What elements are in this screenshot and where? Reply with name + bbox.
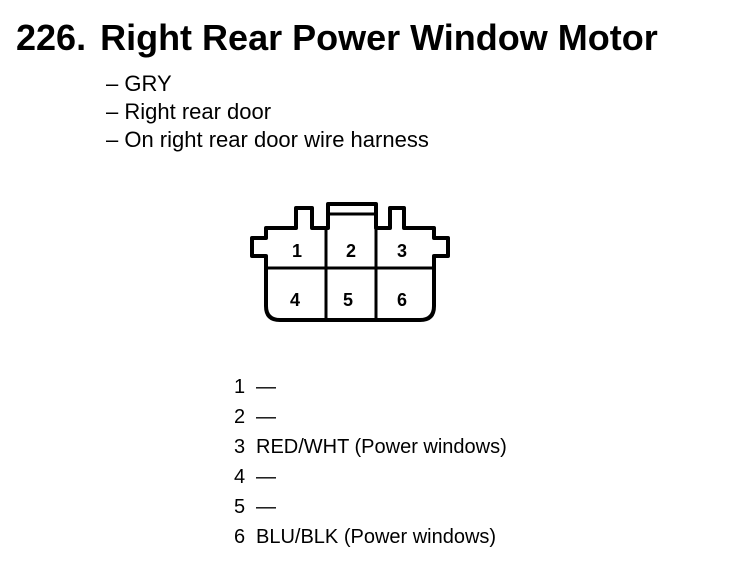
pinout-row: 5— — [234, 492, 507, 522]
pin-label-5: 5 — [343, 290, 353, 310]
pinout-pin: 6 — [234, 526, 246, 548]
pin-label-2: 2 — [346, 241, 356, 261]
component-number: 226. — [16, 17, 87, 58]
pinout-pin: 1 — [234, 376, 246, 398]
pinout-row: 4— — [234, 462, 507, 492]
pinout-pin: 3 — [234, 436, 246, 458]
component-name: Right Rear Power Window Motor — [100, 17, 658, 58]
detail-color: – GRY — [106, 71, 172, 96]
pinout-row: 3 RED/WHT (Power windows) — [234, 432, 507, 462]
pinout-pin: 2 — [234, 406, 246, 428]
pinout-row: 1— — [234, 372, 507, 402]
pinout-desc: — — [256, 496, 276, 518]
pin-label-3: 3 — [397, 241, 407, 261]
pinout-desc: BLU/BLK (Power windows) — [256, 526, 497, 548]
pinout-desc: — — [256, 466, 276, 488]
pin-label-4: 4 — [290, 290, 300, 310]
connector-details: – GRY – Right rear door – On right rear … — [106, 70, 429, 154]
pinout-pin: 5 — [234, 496, 246, 518]
pinout-row: 2— — [234, 402, 507, 432]
connector-housing — [250, 202, 450, 322]
pin-label-6: 6 — [397, 290, 407, 310]
page-title: 226. Right Rear Power Window Motor — [16, 16, 658, 60]
pinout-row: 6 BLU/BLK (Power windows) — [234, 522, 507, 552]
pinout-desc: — — [256, 376, 276, 398]
pin-label-1: 1 — [292, 241, 302, 261]
pinout-desc: RED/WHT (Power windows) — [256, 436, 507, 458]
detail-harness: – On right rear door wire harness — [106, 127, 429, 152]
pinout-desc: — — [256, 406, 276, 428]
detail-location: – Right rear door — [106, 99, 272, 124]
pinout-pin: 4 — [234, 466, 246, 488]
connector-diagram: 1 2 3 4 5 6 — [250, 202, 450, 322]
